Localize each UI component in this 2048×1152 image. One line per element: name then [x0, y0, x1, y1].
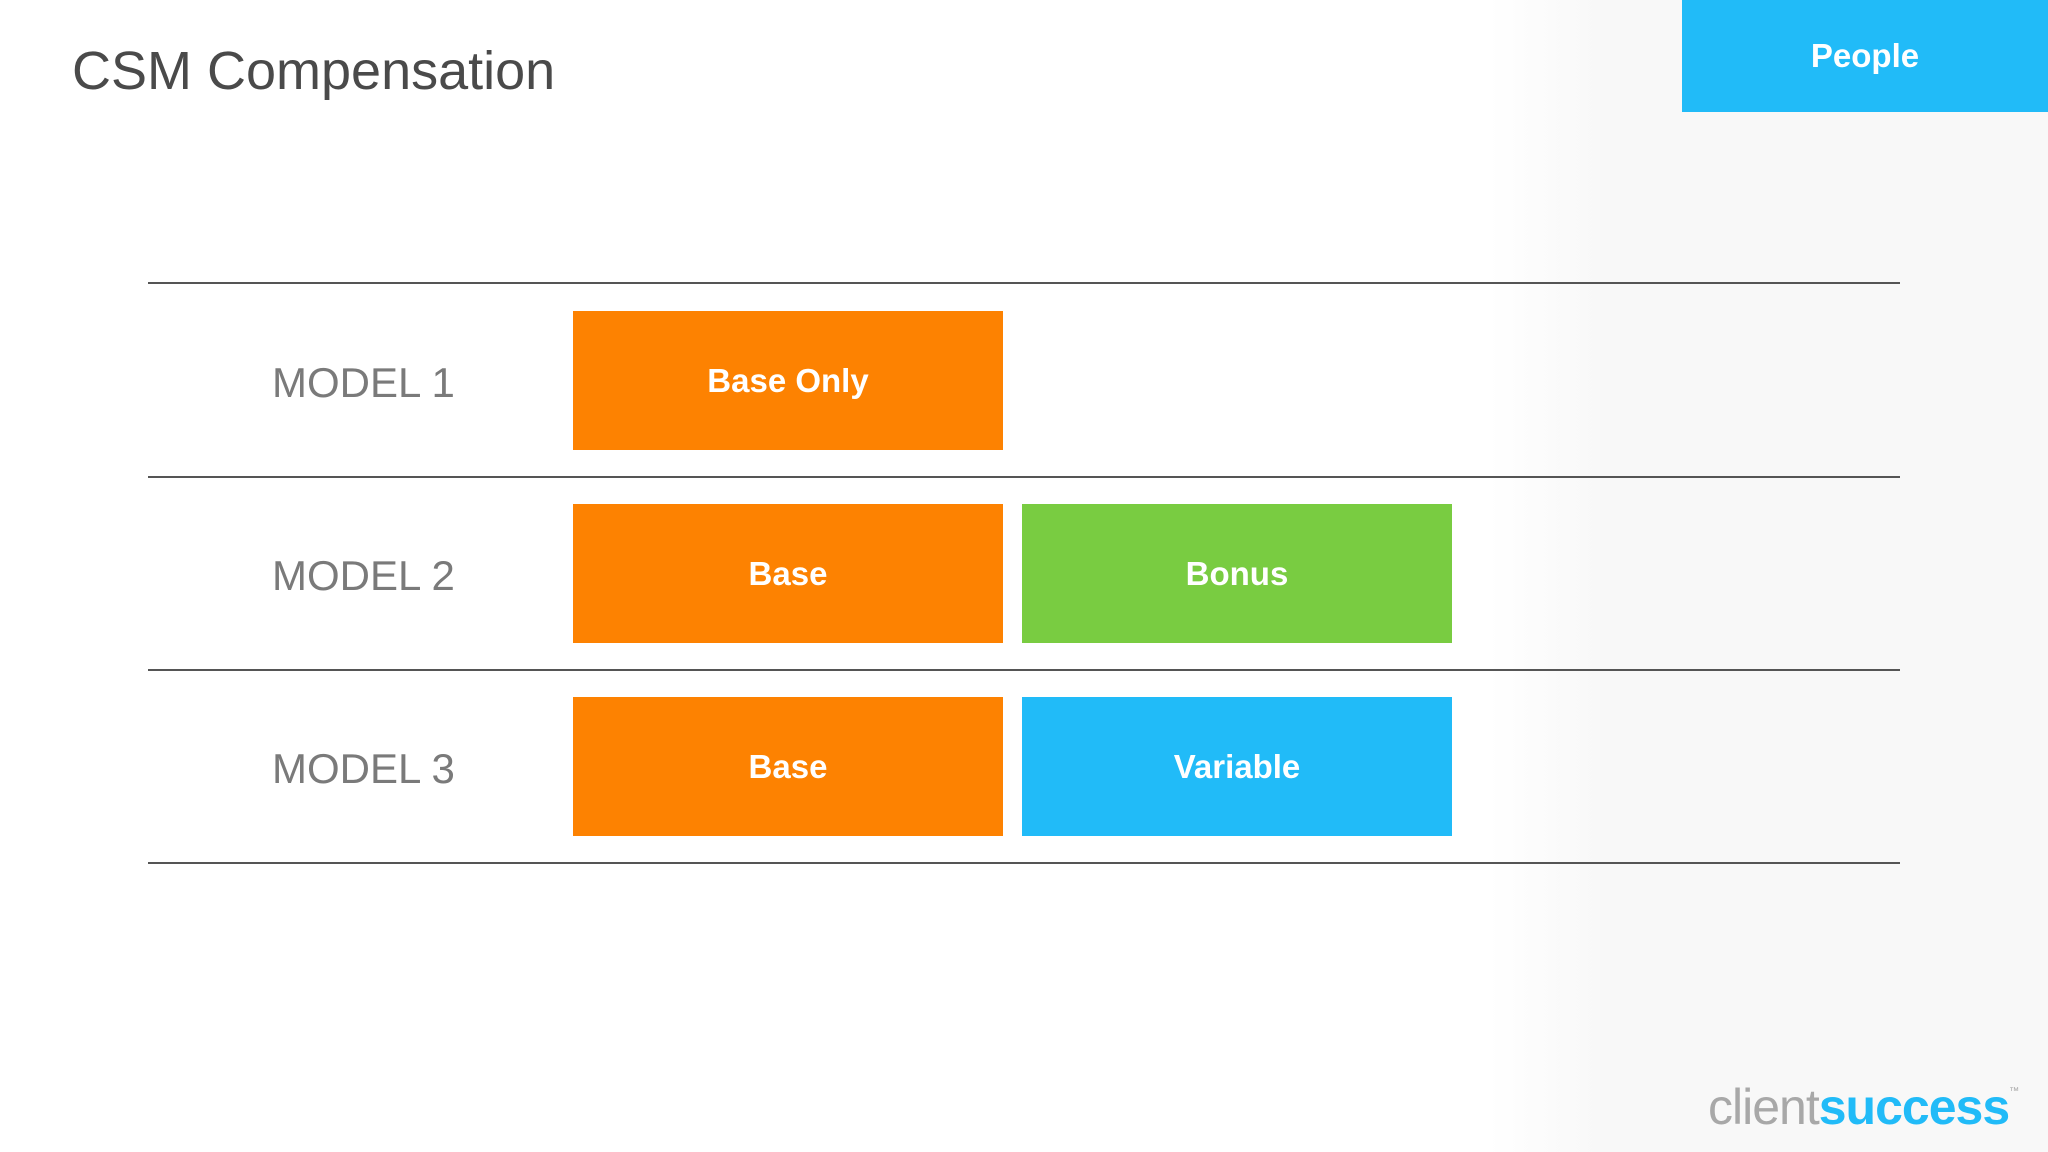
- model-2-label: MODEL 2: [272, 552, 455, 599]
- trademark-mark: ™: [2009, 1086, 2019, 1097]
- model-2-base-box: Base: [573, 504, 1003, 643]
- model-1-label: MODEL 1: [272, 359, 455, 406]
- model-3-variable-box: Variable: [1022, 697, 1452, 836]
- divider-line: [148, 476, 1900, 478]
- background-shade: [1488, 0, 2048, 1152]
- divider-line: [148, 669, 1900, 671]
- model-1-base-only-box: Base Only: [573, 311, 1003, 450]
- box-label: Variable: [1173, 747, 1301, 785]
- clientsuccess-logo: clientsuccess™: [1708, 1078, 2019, 1136]
- model-2-bonus-box: Bonus: [1022, 504, 1452, 643]
- divider-line: [148, 862, 1900, 864]
- model-3-base-box: Base: [573, 697, 1003, 836]
- model-3-label: MODEL 3: [272, 745, 455, 792]
- divider-line: [148, 282, 1900, 284]
- box-label: Bonus: [1185, 554, 1289, 592]
- logo-bold-text: success: [1818, 1079, 2010, 1135]
- logo-light-text: client: [1708, 1079, 1820, 1135]
- box-label: Base: [748, 554, 828, 592]
- box-label: Base: [748, 747, 828, 785]
- slide-title: CSM Compensation: [72, 41, 556, 101]
- section-tag: People: [1682, 0, 2048, 112]
- box-label: Base Only: [707, 361, 869, 399]
